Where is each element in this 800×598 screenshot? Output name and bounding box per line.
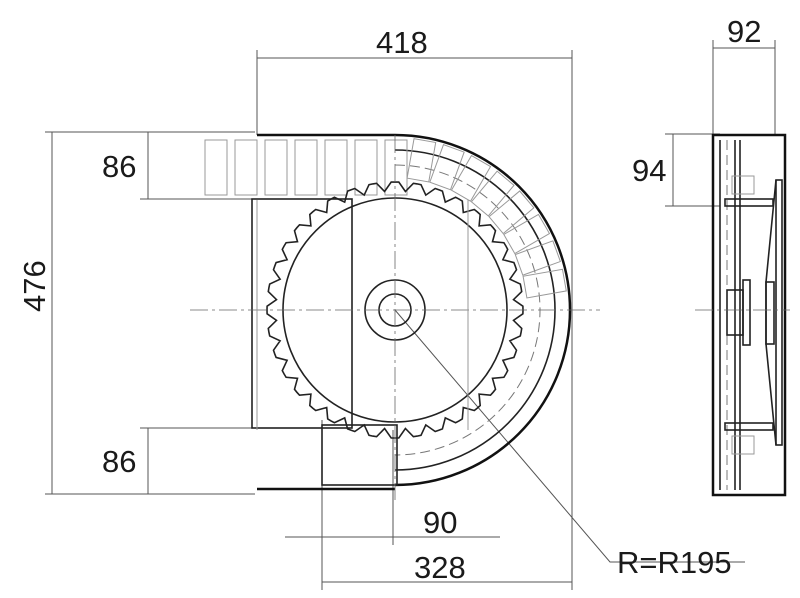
chain-link: [234, 139, 258, 196]
chain-link: [384, 139, 408, 196]
chain-link: [488, 190, 535, 235]
dimension-lines: [45, 40, 776, 590]
chain-link: [294, 139, 318, 196]
front-view: [190, 133, 600, 500]
chain-link: [429, 143, 465, 191]
dim-bottom-chain-height: 86: [102, 444, 136, 479]
dim-top-chain-height: 86: [102, 149, 136, 184]
chain-link: [204, 139, 228, 196]
top-plate: [724, 198, 774, 207]
dim-overall-width: 418: [376, 25, 428, 60]
hub-mid: [742, 279, 751, 346]
chain-link: [470, 170, 515, 217]
chain-links: [204, 138, 567, 299]
sprocket-teeth: [266, 181, 524, 439]
chain-link: [354, 139, 378, 196]
dim-radius: R=R195: [617, 545, 732, 580]
hub-right: [765, 281, 775, 345]
chain-link: [503, 213, 551, 255]
dim-overall-height: 476: [17, 260, 52, 312]
side-frame: [711, 133, 787, 497]
dim-side-top-height: 94: [632, 153, 666, 188]
bottom-plate: [724, 422, 774, 431]
chain-link: [324, 139, 348, 196]
dim-side-width: 92: [727, 14, 761, 49]
frame: [251, 198, 353, 429]
chain-link: [264, 139, 288, 196]
chain-link: [514, 240, 562, 276]
chain-link: [450, 154, 492, 202]
sprocket: [266, 181, 524, 439]
side-view: [695, 133, 790, 497]
dim-offset: 90: [423, 505, 457, 540]
chain-link: [406, 138, 437, 183]
dim-lower-width: 328: [414, 550, 466, 585]
bottom-guide: [321, 424, 398, 486]
chain-link: [522, 268, 567, 299]
